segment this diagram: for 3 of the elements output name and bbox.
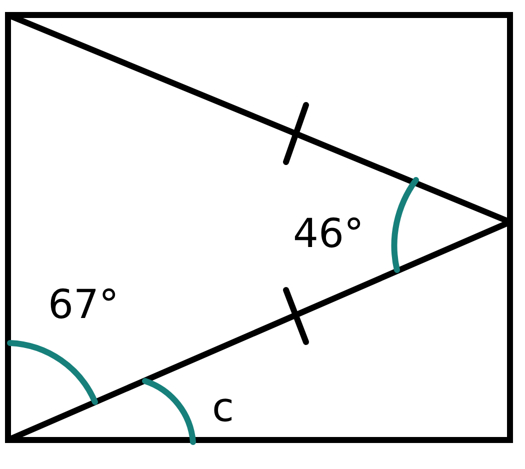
angle-label: 67° <box>48 285 119 325</box>
angle-label: c <box>212 388 234 428</box>
angle-label: 46° <box>293 214 364 254</box>
